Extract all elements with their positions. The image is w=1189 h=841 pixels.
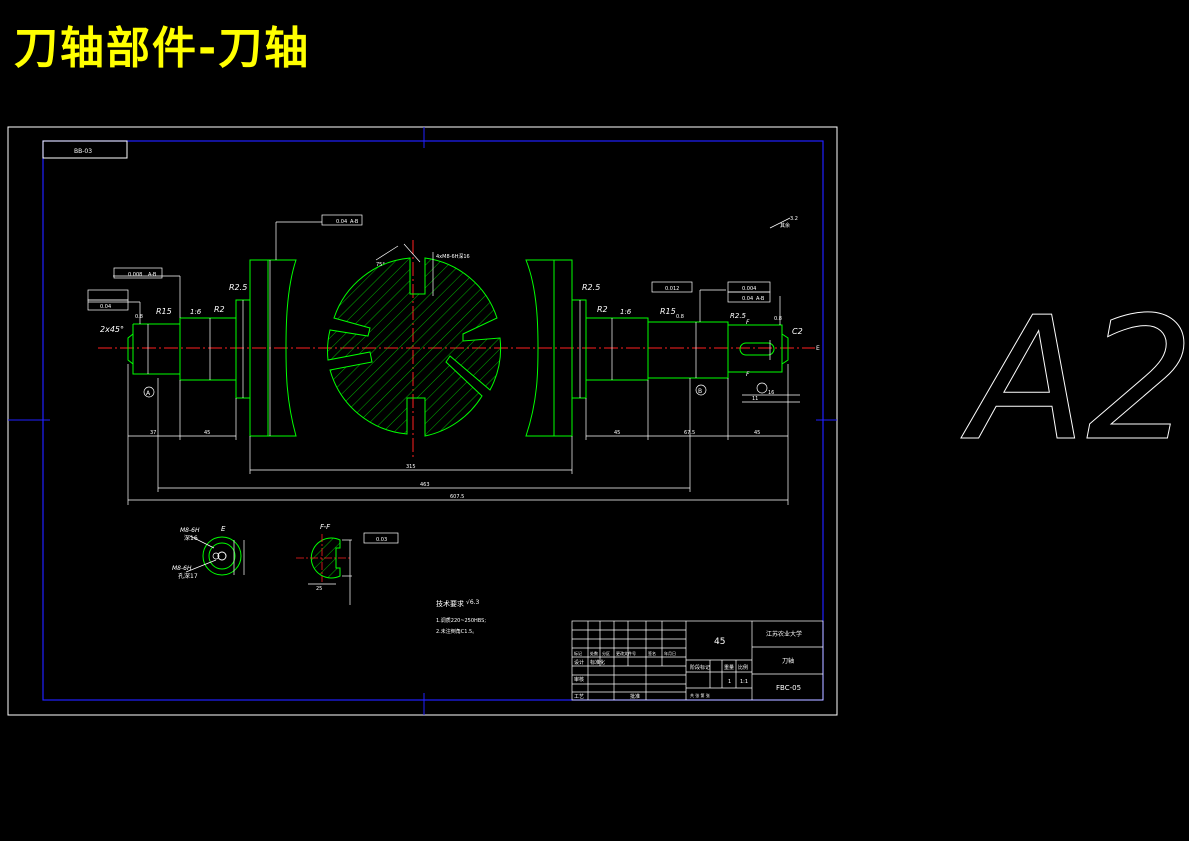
r2-left-label: R2: [214, 305, 225, 314]
angle-label: 75°: [376, 262, 385, 268]
left-ref-value: A-B: [148, 272, 157, 278]
hole-note-label: 4xM8-6H深16: [436, 253, 470, 260]
sheet-size-label: A2: [960, 281, 1189, 479]
section-f-bottom-label: F: [746, 371, 750, 378]
dim-a: 37: [150, 430, 156, 436]
title-block-row-label-0: 标记: [574, 650, 582, 656]
thread-1: M8-6H: [180, 527, 200, 534]
dim-b: 45: [204, 430, 210, 436]
thread-2b: 孔深17: [178, 572, 198, 580]
centering-marks: [8, 127, 837, 715]
shaft-profile: [127, 259, 789, 437]
dim-c: 45: [614, 430, 620, 436]
tech-notes-heading: 技术要求: [436, 599, 464, 608]
title-block-design: 设计: [574, 659, 584, 666]
section-f-top-label: F: [746, 319, 750, 326]
title-block-scale: 1:1: [740, 679, 748, 685]
datum-b-label: B: [698, 388, 702, 395]
slope-label: 1:6: [190, 308, 202, 316]
title-block-weight: 重量: [724, 664, 734, 671]
cutter-section: [327, 257, 502, 437]
title-block-check: 审核: [574, 676, 584, 683]
r25-right-label: R2.5: [582, 283, 600, 292]
title-block-ratio: 比例: [738, 664, 748, 671]
datum-markers: [143, 382, 768, 560]
title-block-process: 工艺: [574, 694, 584, 700]
right-runout-value: 0.012: [665, 286, 679, 292]
tech-notes-line1: 1.调质220~250HBS;: [436, 617, 486, 624]
keyway-sym-value: 0.03: [376, 537, 387, 543]
top-runout-value: 0.04: [336, 219, 347, 225]
section-ff-dims: [308, 539, 352, 605]
drawing-no-box: [42, 140, 128, 159]
title-block-row-label-4: 签名: [648, 650, 656, 656]
title-block-stage: 阶段标记: [690, 664, 710, 671]
title-block-drawing-no: FBC-05: [776, 684, 801, 692]
right-cyl-value: 0.004: [742, 286, 756, 292]
outer-sheet-border: [7, 126, 838, 716]
section-e-view: [202, 536, 242, 576]
c2-label: C2: [792, 327, 803, 336]
top-ref-value: A-B: [350, 219, 359, 225]
rest-value-label: 3.2: [790, 216, 798, 222]
datum-a-label: A: [146, 390, 151, 397]
right-cyl2-value: 0.04: [742, 296, 753, 302]
r25-left-label: R2.5: [229, 283, 247, 292]
title-block-std: 标准化: [590, 659, 605, 666]
thread-1b: 深16: [184, 534, 198, 542]
dim-total-3: 607.5: [450, 494, 464, 500]
dim-total-1: 315: [406, 464, 416, 470]
slope-right-label: 1:6: [620, 308, 632, 316]
dim-total-2: 463: [420, 482, 430, 488]
left-cyl-value: 0.04: [100, 304, 111, 310]
surface-far-label: 0.8: [774, 316, 782, 322]
title-block-school: 江苏农业大学: [766, 630, 802, 638]
title-block-qty: 1: [728, 679, 731, 685]
r2-right-label: R2: [597, 305, 608, 314]
thread-2: M8-6H: [172, 565, 192, 572]
section-ff-dim: 25: [316, 586, 322, 592]
rest-label: 其余: [780, 222, 790, 229]
title-block: [571, 620, 824, 701]
section-e-label: E: [816, 345, 820, 352]
title-block-material: 45: [714, 637, 725, 647]
drawing-no-box-text: BB-03: [74, 148, 92, 155]
section-e-leaders: [185, 535, 245, 575]
section-ff-title: F-F: [320, 523, 331, 531]
section-e-title: E: [221, 525, 226, 533]
drawing-title: 刀轴部件-刀轴: [14, 23, 311, 74]
r15-left-label: R15: [156, 307, 172, 316]
left-runout-value: 0.008: [128, 272, 142, 278]
title-block-part-name: 刀轴: [782, 657, 794, 665]
surface-right-label: 0.8: [676, 314, 684, 320]
dim-e: 45: [754, 430, 760, 436]
tolerance-frames: [87, 214, 771, 544]
title-block-row-label-1: 处数: [590, 650, 598, 656]
title-block-sheets: 共 张 第 张: [690, 692, 710, 698]
r15-right-label: R15: [660, 307, 676, 316]
r25-far-label: R2.5: [730, 312, 747, 320]
title-block-approve: 批准: [630, 693, 640, 700]
tech-notes-mark: √6.3: [466, 599, 480, 606]
title-block-row-label-2: 分区: [602, 650, 610, 656]
dim-f: 16: [768, 390, 774, 396]
tech-notes-line2: 2.未注倒角C1.5。: [436, 628, 477, 635]
chamfer-label: 2x45°: [100, 325, 124, 334]
title-block-row-label-3: 更改文件号: [616, 650, 636, 656]
dim-g: 11: [752, 396, 758, 402]
right-ref-value: A-B: [756, 296, 765, 302]
dim-d: 67.5: [684, 430, 695, 436]
title-block-row-label-5: 年月日: [664, 650, 676, 656]
surface-left-label: 0.8: [135, 314, 143, 320]
dimension-lines: [88, 217, 800, 505]
